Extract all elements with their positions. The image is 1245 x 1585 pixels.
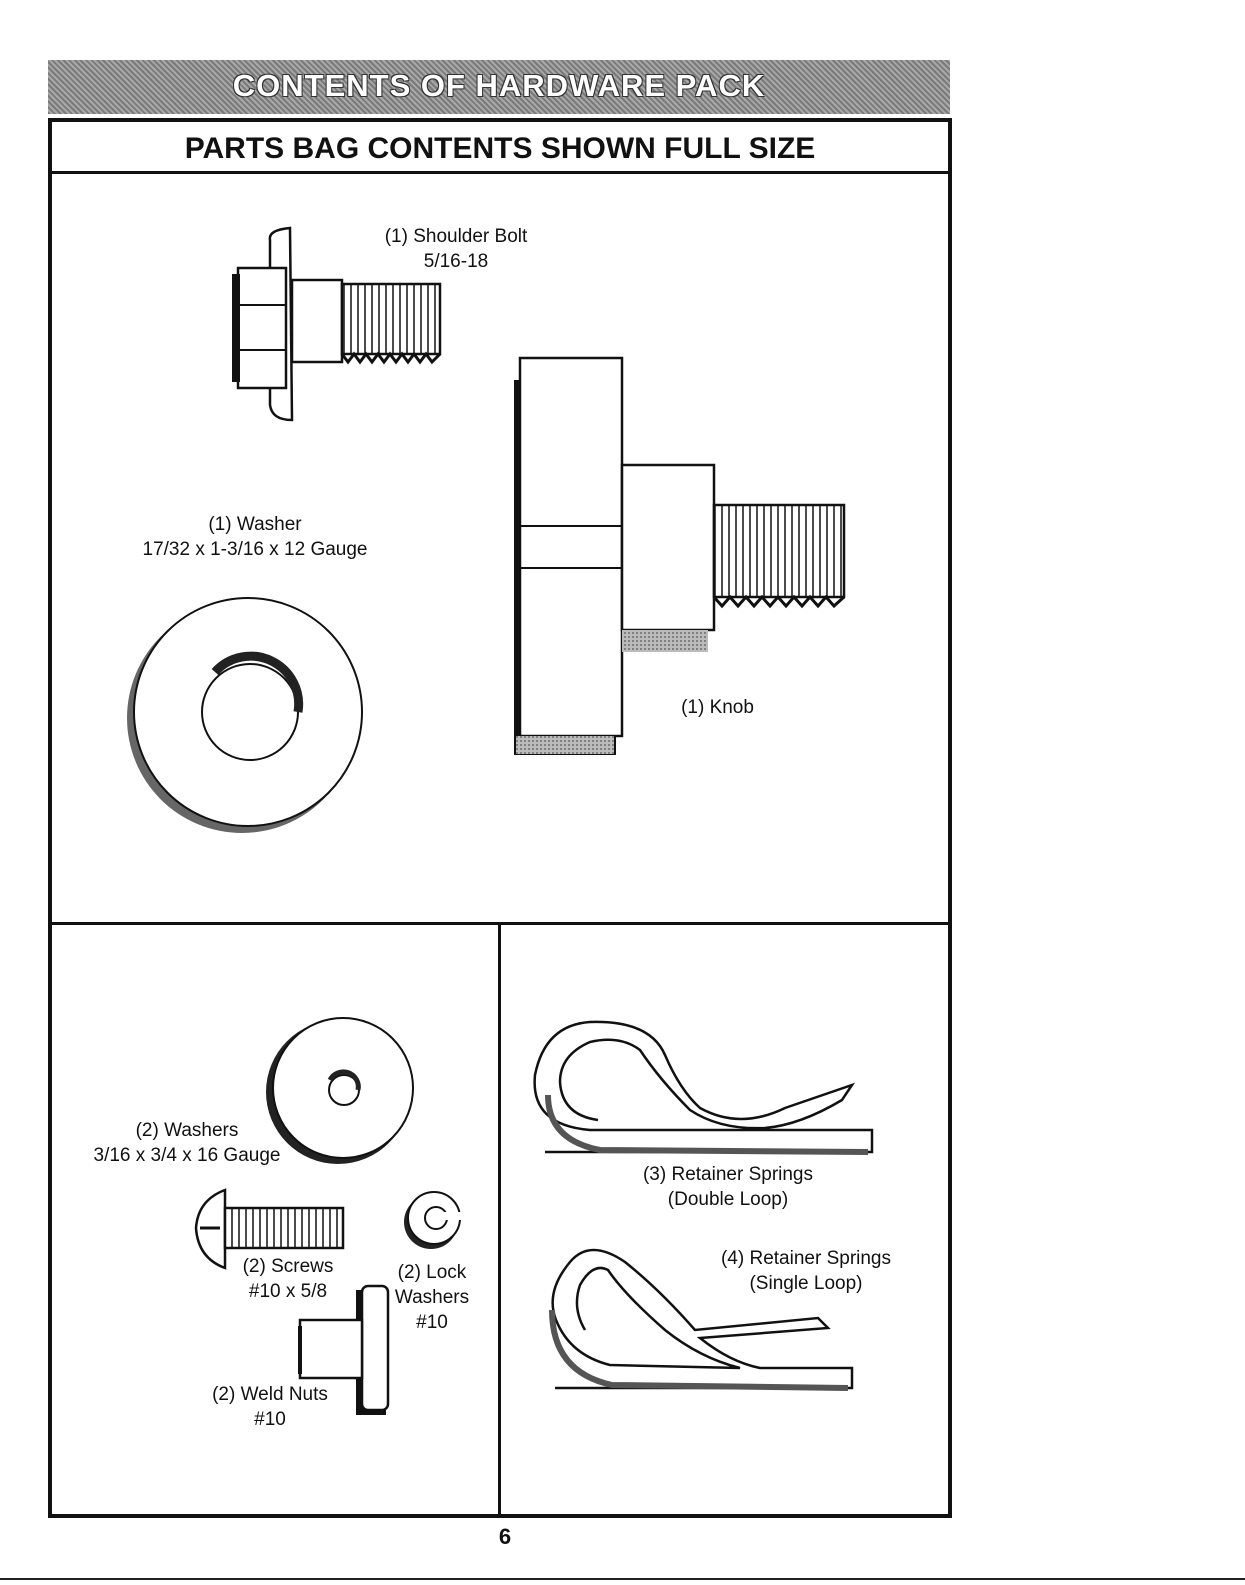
retainer-double-label: (3) Retainer Springs (Double Loop) <box>628 1162 828 1212</box>
retainer-spring-double-icon <box>535 1022 872 1152</box>
washer-large-icon <box>127 598 362 833</box>
screws-label: (2) Screws #10 x 5/8 <box>232 1254 344 1304</box>
knob-label: (1) Knob <box>670 695 765 720</box>
shoulder-bolt-label: (1) Shoulder Bolt 5/16-18 <box>372 224 540 274</box>
lock-washers-label: (2) Lock Washers #10 <box>384 1260 480 1335</box>
washer-large-label: (1) Washer 17/32 x 1-3/16 x 12 Gauge <box>120 512 390 562</box>
washers-small-label: (2) Washers 3/16 x 3/4 x 16 Gauge <box>80 1118 294 1168</box>
lock-washer-icon <box>404 1192 464 1249</box>
retainer-single-label: (4) Retainer Springs (Single Loop) <box>706 1246 906 1296</box>
bottom-rule <box>0 1578 1245 1580</box>
page-number: 6 <box>480 1524 530 1550</box>
weld-nuts-label: (2) Weld Nuts #10 <box>200 1382 340 1432</box>
